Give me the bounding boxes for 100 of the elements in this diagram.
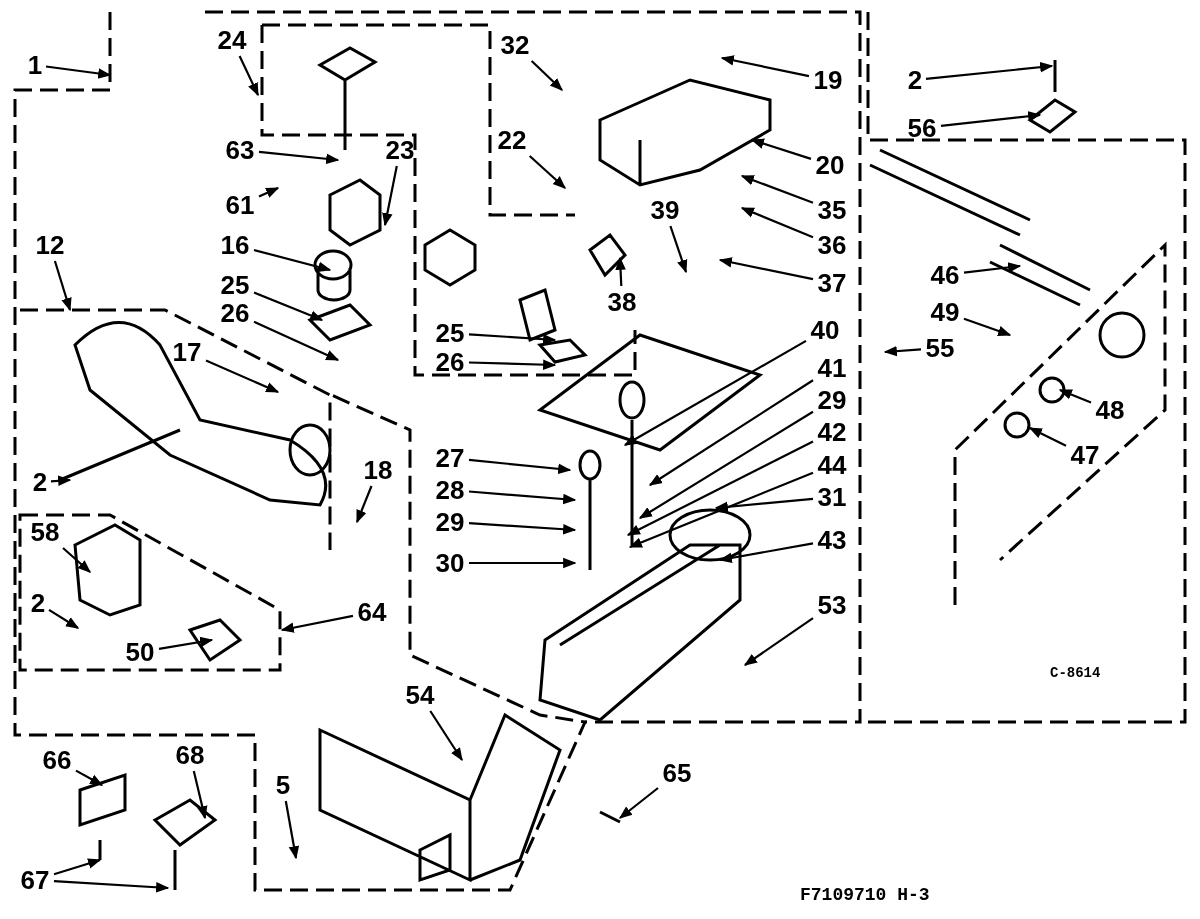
callout-number: 19 [811, 66, 845, 94]
leader-line [356, 485, 373, 524]
leader-line [158, 636, 214, 650]
leader-line [468, 490, 577, 505]
leader-line [963, 317, 1012, 337]
leader-line [530, 60, 563, 91]
leader-line [618, 787, 659, 819]
callout-number: 43 [815, 526, 849, 554]
leader-line [75, 769, 104, 786]
callout-number: 65 [660, 759, 694, 787]
callout-number: 41 [815, 354, 849, 382]
callout-number: 35 [815, 196, 849, 224]
leader-line [192, 770, 208, 820]
callout-number: 1 [26, 51, 44, 79]
callout-number: 32 [498, 31, 532, 59]
callout-number: 31 [815, 483, 849, 511]
leader-line [626, 440, 814, 536]
leader-line [638, 410, 814, 519]
callout-number: 67 [18, 866, 52, 894]
callout-number: 25 [433, 319, 467, 347]
callout-number: 39 [648, 196, 682, 224]
callout-number: 54 [403, 681, 437, 709]
leader-line [940, 111, 1042, 127]
callout-number: 26 [218, 299, 252, 327]
callout-number: 5 [274, 771, 292, 799]
callout-number: 2 [31, 468, 49, 496]
leader-line [48, 608, 80, 629]
callout-number: 61 [223, 191, 257, 219]
callout-number: 58 [28, 518, 62, 546]
leader-line [718, 542, 814, 564]
callout-number: 48 [1093, 396, 1127, 424]
callout-number: 20 [813, 151, 847, 179]
leader-line [205, 359, 280, 393]
leader-line [740, 174, 814, 204]
leader-line [714, 497, 814, 513]
leader-line [53, 260, 72, 312]
callout-number: 49 [928, 298, 962, 326]
callout-number: 68 [173, 741, 207, 769]
callout-number: 17 [170, 338, 204, 366]
leader-line [53, 858, 102, 876]
callout-number: 46 [928, 261, 962, 289]
callout-number: 18 [361, 456, 395, 484]
callout-number: 53 [815, 591, 849, 619]
callout-number: 2 [29, 589, 47, 617]
leader-line [238, 55, 259, 97]
leader-line [429, 710, 463, 762]
callout-number: 55 [923, 334, 957, 362]
leader-line [743, 617, 814, 666]
callout-number: 23 [383, 136, 417, 164]
leader-line [1028, 427, 1067, 447]
leader-line [468, 458, 572, 475]
leader-line [253, 248, 332, 273]
callout-number: 56 [905, 114, 939, 142]
callout-number: 66 [40, 746, 74, 774]
callout-number: 42 [815, 418, 849, 446]
leader-line [45, 65, 112, 79]
callout-number: 44 [815, 451, 849, 479]
leader-line [468, 522, 577, 535]
callout-number: 30 [433, 549, 467, 577]
callout-number: 24 [215, 26, 249, 54]
leader-line [720, 55, 810, 78]
callout-number: 12 [33, 231, 67, 259]
leader-line [382, 165, 398, 227]
callout-number: 29 [433, 508, 467, 536]
leader-line [648, 379, 814, 486]
drawing-number: F7109710 H-3 [800, 885, 930, 905]
callout-number: 2 [906, 66, 924, 94]
leader-line [280, 614, 354, 633]
leader-line [669, 225, 688, 274]
leader-line [53, 880, 170, 893]
leader-line [50, 475, 72, 487]
leader-line [883, 345, 922, 357]
leader-line [718, 257, 814, 281]
leader-line [740, 207, 814, 239]
diagram-code: C-8614 [1050, 665, 1101, 681]
callout-number: 38 [605, 288, 639, 316]
leader-line [253, 320, 340, 361]
leader-line [468, 333, 557, 345]
leader-line [750, 138, 812, 160]
leader-line [62, 547, 91, 573]
callout-number: 40 [808, 316, 842, 344]
callout-number: 26 [433, 348, 467, 376]
callout-number: 63 [223, 136, 257, 164]
callout-number: 37 [815, 269, 849, 297]
leader-line [253, 291, 324, 321]
callout-number: 16 [218, 231, 252, 259]
leader-line [628, 471, 814, 548]
callout-number: 47 [1068, 441, 1102, 469]
leader-line [623, 339, 807, 446]
callout-number: 64 [355, 598, 389, 626]
callout-number: 28 [433, 476, 467, 504]
callout-number: 25 [218, 271, 252, 299]
callout-number: 29 [815, 386, 849, 414]
leader-line [963, 262, 1022, 274]
leader-line [469, 557, 577, 569]
leader-line [528, 155, 566, 189]
leader-line [1058, 388, 1092, 404]
leader-line [258, 150, 340, 165]
leader-line [468, 359, 557, 370]
callout-number: 36 [815, 231, 849, 259]
